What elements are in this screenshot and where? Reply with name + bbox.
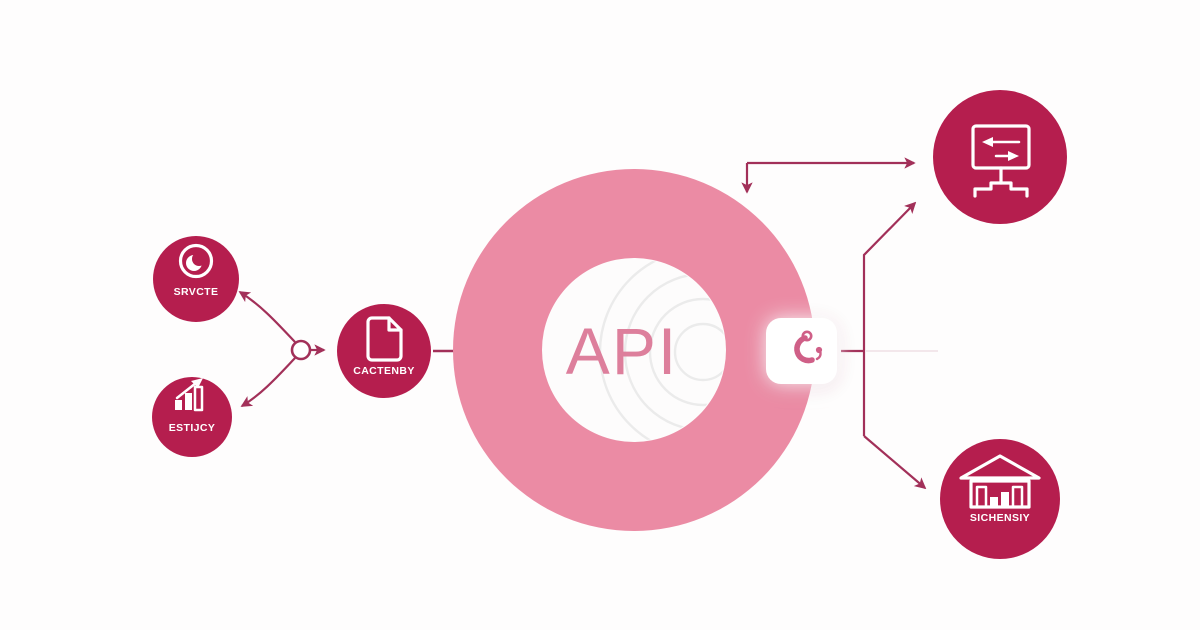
analytics-circle <box>152 377 232 457</box>
connectors <box>238 157 938 490</box>
bank-chart-icon <box>959 454 1041 509</box>
gateway-card <box>766 318 837 384</box>
document-label: CACTENBY <box>353 365 415 377</box>
monitor-arrows-icon <box>971 124 1031 198</box>
bank-label: SICHENSIY <box>970 512 1030 524</box>
sync-icon <box>794 330 823 364</box>
connector-branch-up <box>862 201 917 436</box>
service-node: SRVCTE <box>153 236 239 322</box>
logo-swoosh-icon <box>178 243 214 279</box>
bank-node: SICHENSIY <box>940 439 1060 559</box>
service-circle <box>153 236 239 322</box>
exchange-node <box>933 90 1067 224</box>
splitter-node <box>290 339 312 361</box>
connector-split-to-analytics <box>240 357 296 407</box>
api-label: API <box>566 314 678 388</box>
service-label: SRVCTE <box>174 286 219 298</box>
document-node: CACTENBY <box>337 304 431 398</box>
document-circle <box>337 304 431 398</box>
document-icon <box>366 316 403 362</box>
analytics-node: ESTIJCY <box>152 377 232 457</box>
analytics-label: ESTIJCY <box>169 422 216 434</box>
api-node: API <box>453 169 815 531</box>
bank-circle <box>940 439 1060 559</box>
gateway-node <box>766 318 837 384</box>
connector-split-to-service <box>238 291 296 343</box>
growth-chart-icon <box>175 378 204 412</box>
connector-branch-down <box>863 435 927 490</box>
